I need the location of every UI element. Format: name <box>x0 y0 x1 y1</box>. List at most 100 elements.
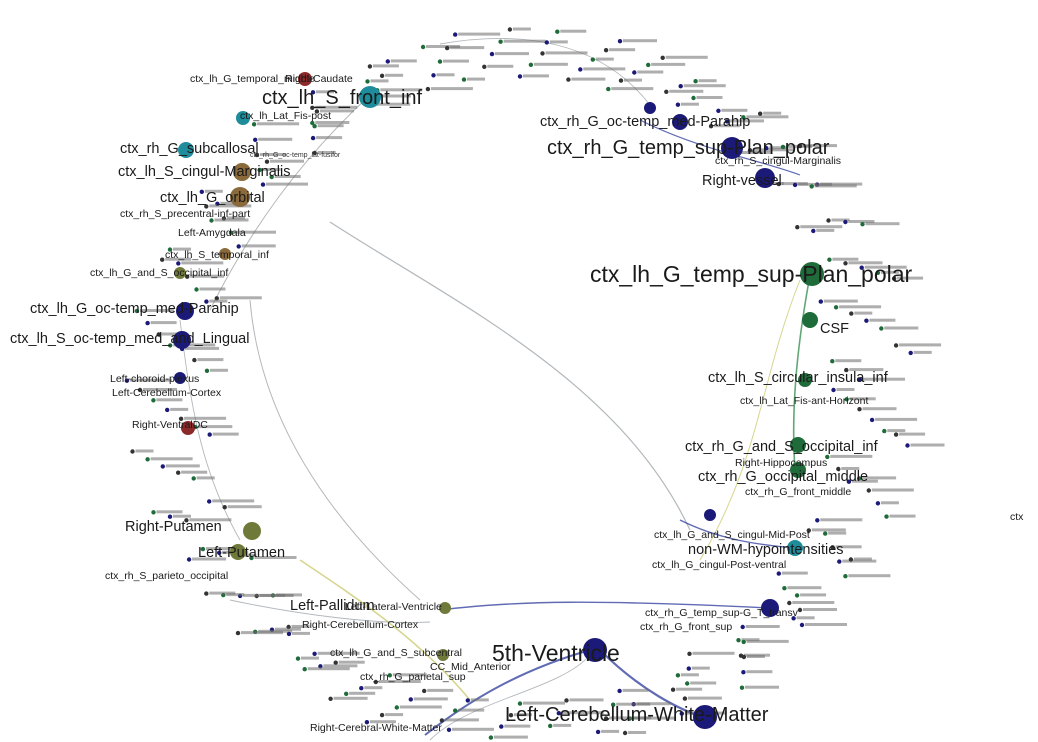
tiny-label-mark <box>796 616 815 620</box>
node-label: Left-Cerebellum-Cortex <box>112 387 222 399</box>
tiny-label-mark <box>161 332 180 336</box>
tiny-label-mark <box>173 343 216 347</box>
tiny-label-mark <box>651 62 686 66</box>
small-node <box>830 545 835 550</box>
node-label: ctx_lh_Lat_Fis-post <box>240 110 331 122</box>
small-node <box>875 501 881 506</box>
tiny-label-mark <box>258 137 293 141</box>
small-node <box>264 159 270 164</box>
small-node <box>204 204 209 209</box>
small-node <box>611 702 616 707</box>
tiny-label-mark <box>205 547 240 551</box>
small-node <box>222 505 227 510</box>
small-node <box>204 368 210 373</box>
small-node <box>312 651 317 656</box>
small-node <box>843 219 848 225</box>
graph-node <box>798 373 812 387</box>
small-node <box>825 454 830 460</box>
tiny-label-mark <box>427 688 454 692</box>
tiny-label-mark <box>884 326 919 330</box>
tiny-label-mark <box>549 40 568 44</box>
tiny-label-mark <box>864 265 907 269</box>
graph-edge <box>209 94 371 311</box>
small-node <box>815 518 820 523</box>
small-node <box>528 62 534 67</box>
tiny-label-mark <box>737 151 771 154</box>
small-node <box>691 95 696 101</box>
graph-node <box>790 462 806 478</box>
small-node <box>622 730 628 736</box>
tiny-label-mark <box>803 608 837 611</box>
small-node <box>310 90 316 95</box>
tiny-label-mark <box>698 79 717 83</box>
tiny-label-mark <box>523 74 549 78</box>
small-node <box>617 39 623 44</box>
node-label: Left-Pallidum <box>290 598 375 614</box>
node-label: Left-Lateral-Ventricle <box>345 601 442 613</box>
tiny-label-mark <box>691 666 710 670</box>
small-node <box>908 350 913 356</box>
tiny-label-mark <box>307 667 350 671</box>
small-node <box>708 124 714 129</box>
tiny-label-mark <box>257 122 300 126</box>
small-node <box>137 387 143 393</box>
tiny-label-mark <box>820 182 863 186</box>
small-node <box>312 150 317 156</box>
small-node <box>420 44 426 50</box>
small-node <box>797 607 803 613</box>
tiny-label-mark <box>623 39 657 43</box>
small-node <box>818 299 823 304</box>
tiny-label-mark <box>637 70 664 74</box>
small-node <box>453 708 458 713</box>
tiny-label-mark <box>814 184 857 188</box>
small-node <box>517 74 523 79</box>
small-node <box>833 305 839 310</box>
tiny-label-mark <box>316 90 334 94</box>
small-node <box>905 443 910 448</box>
node-label: ctx_rh_G_front_middle <box>745 486 851 498</box>
tiny-label-mark <box>863 377 905 381</box>
small-node <box>204 591 209 596</box>
node-label: ctx_lh_G_orbital <box>160 190 265 206</box>
tiny-label-mark <box>243 593 286 597</box>
tiny-label-mark <box>839 305 882 309</box>
node-label: ctx_rh_G_oc-temp_lat-fusifor <box>250 152 341 159</box>
tiny-label-mark <box>545 51 588 55</box>
tiny-label-mark <box>190 274 225 278</box>
small-node <box>782 586 787 591</box>
tiny-label-mark <box>622 688 649 692</box>
small-node <box>488 735 494 740</box>
small-node <box>178 416 184 421</box>
tiny-label-mark <box>378 680 421 683</box>
tiny-label-mark <box>805 623 847 626</box>
tiny-label-mark <box>458 32 501 36</box>
small-node <box>891 276 897 281</box>
graph-node <box>437 649 449 661</box>
node-label: ctx_rh_G_front_sup <box>640 621 732 633</box>
small-node <box>207 432 212 437</box>
small-node <box>168 343 173 348</box>
node-label: Right-Cerebellum-Cortex <box>302 619 419 631</box>
small-node <box>618 78 624 83</box>
graph-node <box>704 509 716 521</box>
tiny-label-mark <box>746 115 789 119</box>
small-node <box>204 299 209 304</box>
tiny-label-mark <box>292 631 310 635</box>
tiny-label-mark <box>609 716 652 720</box>
tiny-label-mark <box>869 318 896 322</box>
small-node <box>590 57 595 62</box>
tiny-label-mark <box>275 627 301 631</box>
tiny-label-mark <box>636 702 671 706</box>
small-node <box>194 287 199 292</box>
graph-node <box>790 437 806 453</box>
small-node <box>556 711 561 716</box>
small-node <box>176 261 181 266</box>
tiny-label-mark <box>184 416 227 420</box>
tiny-label-mark <box>241 244 276 248</box>
graph-node <box>439 602 451 614</box>
small-node <box>186 557 192 562</box>
tiny-label-mark <box>274 175 301 178</box>
tiny-label-mark <box>680 102 699 106</box>
graph-edge <box>439 38 651 106</box>
graph-node <box>243 522 261 540</box>
